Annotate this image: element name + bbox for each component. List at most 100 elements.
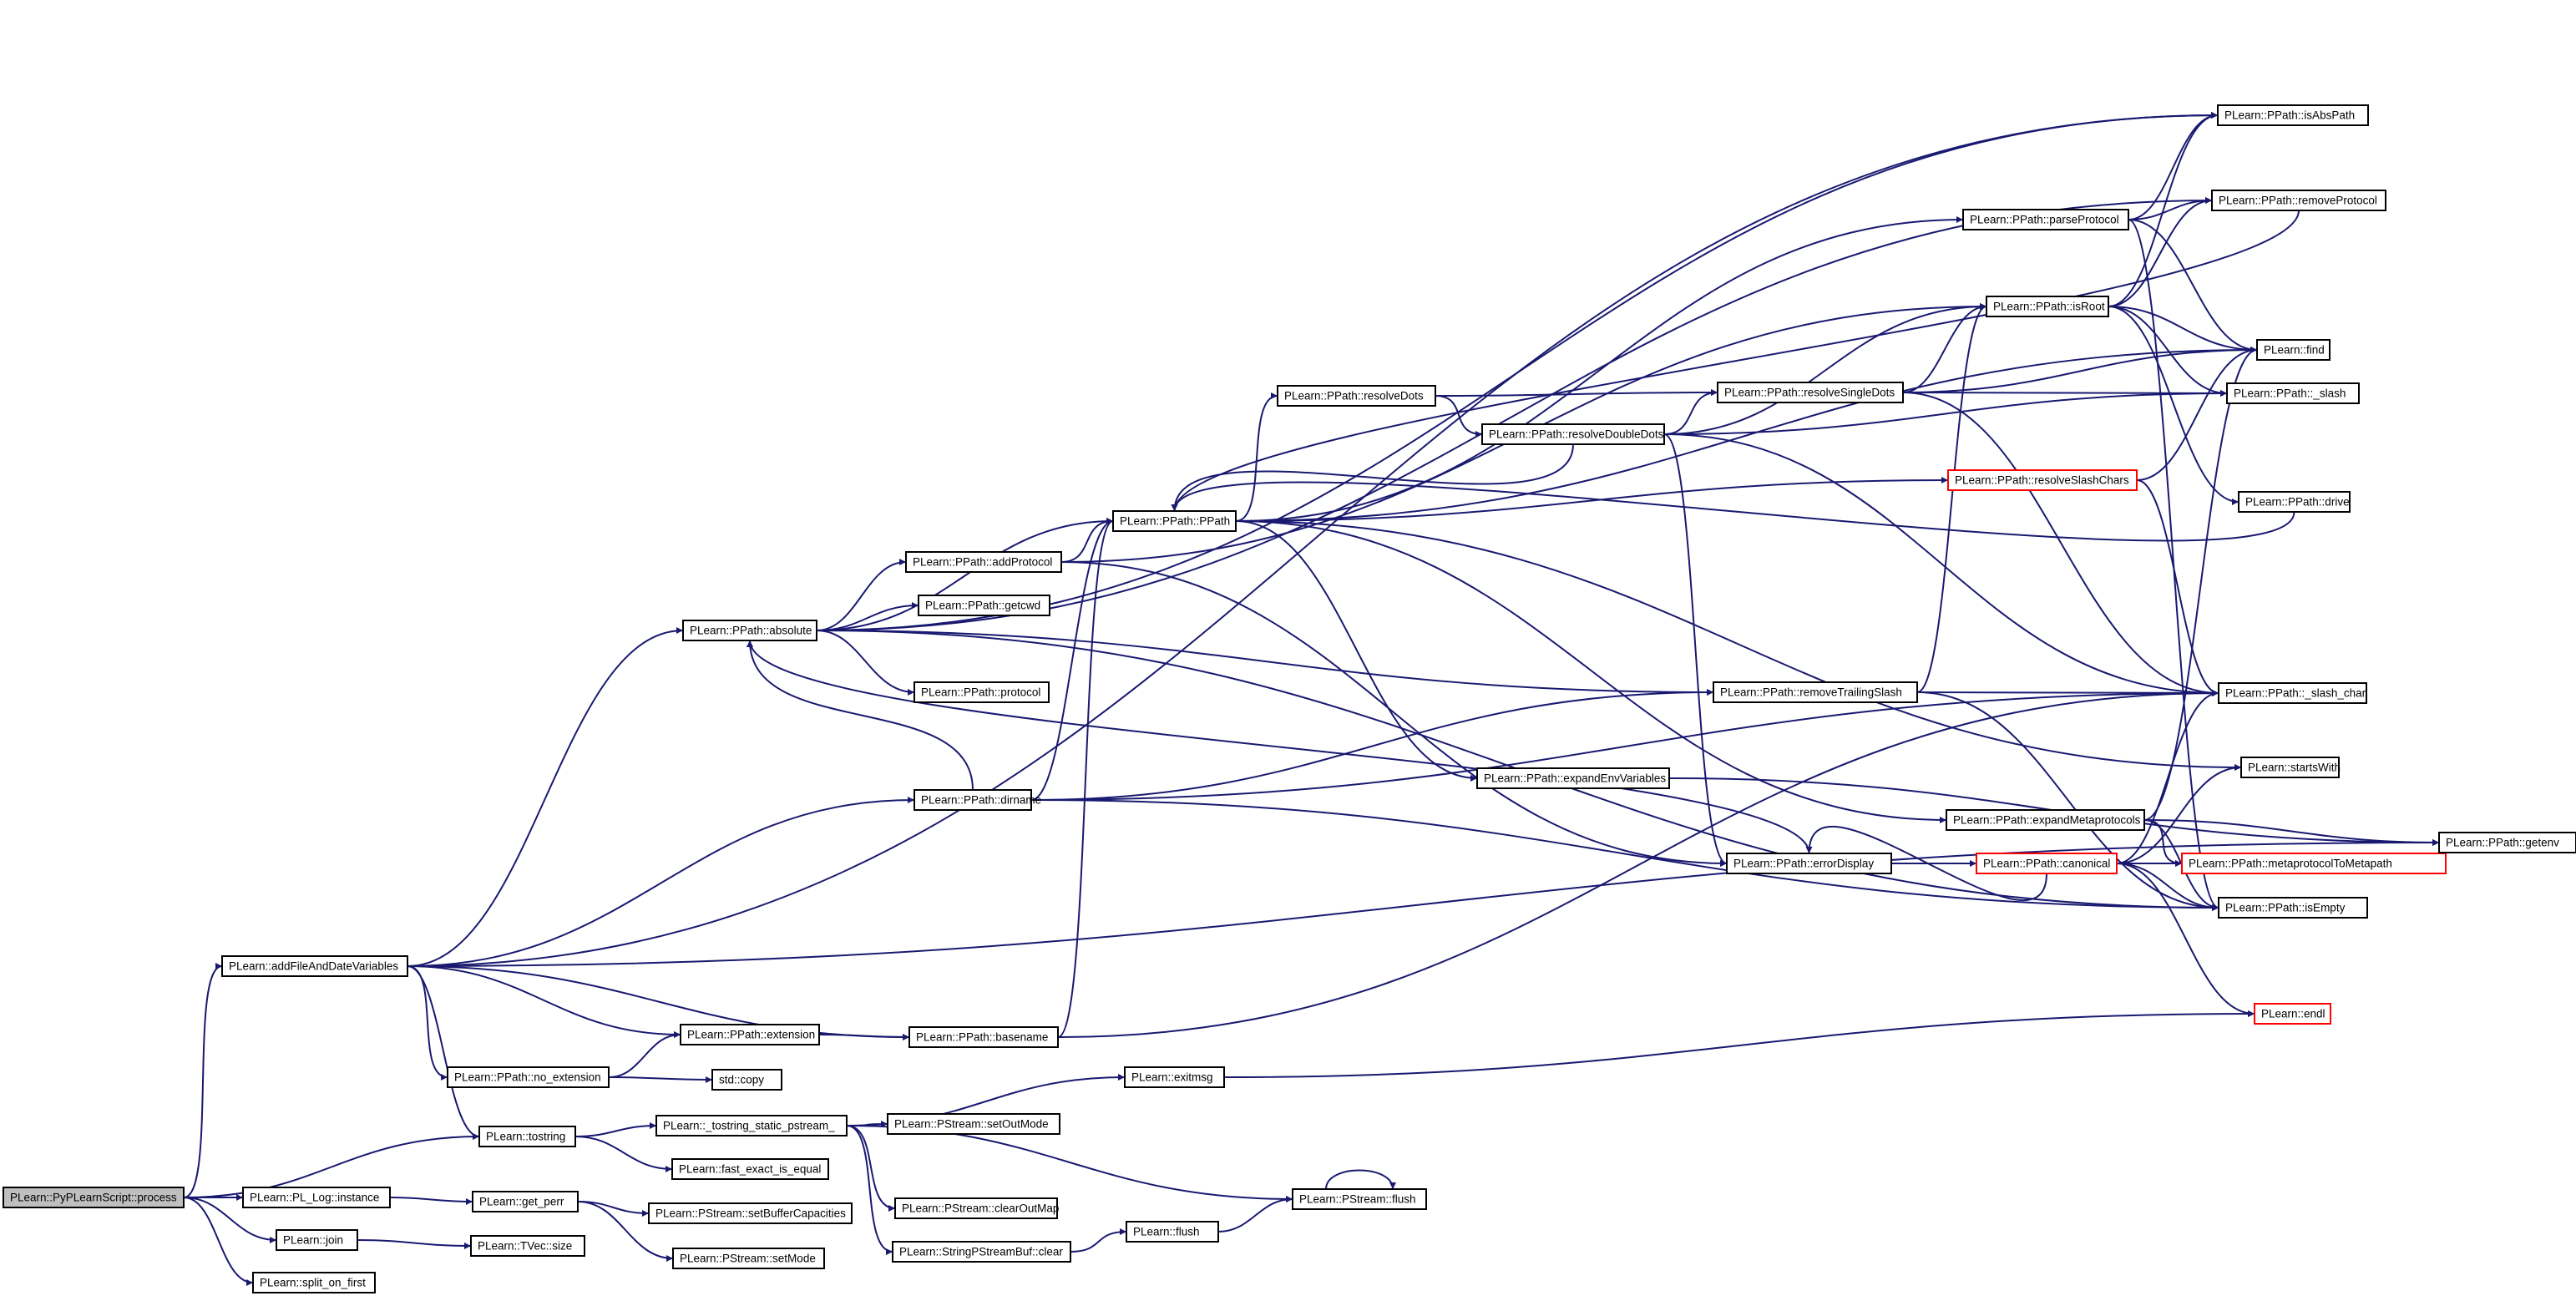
call-edge-absolute-to-removeTrailingSlash <box>816 630 1714 696</box>
node-process[interactable]: PLearn::PyPLearnScript::process <box>3 1187 185 1208</box>
node-flush[interactable]: PLearn::flush <box>1126 1221 1219 1243</box>
node-box <box>913 681 1050 703</box>
call-edge-PPath-to-expandEnv <box>1235 520 1478 782</box>
call-edge-tostring_static-to-spsbclear <box>846 1125 893 1255</box>
call-edge-resolveSingleDots-to-_slash <box>1902 389 2228 397</box>
node-startsWith[interactable]: PLearn::startsWith <box>2240 757 2341 778</box>
node-box <box>1126 1221 1219 1243</box>
node-removeProtocol[interactable]: PLearn::PPath::removeProtocol <box>2211 190 2386 211</box>
node-isRoot[interactable]: PLearn::PPath::isRoot <box>1986 296 2109 317</box>
node-extension[interactable]: PLearn::PPath::extension <box>680 1024 820 1045</box>
node-dirname[interactable]: PLearn::PPath::dirname <box>913 789 1041 811</box>
call-edge-dirname-to-_slash_char <box>1030 690 2219 801</box>
node-protocol[interactable]: PLearn::PPath::protocol <box>913 681 1050 703</box>
node-tostring[interactable]: PLearn::tostring <box>478 1126 576 1147</box>
node-addFile[interactable]: PLearn::addFileAndDateVariables <box>221 955 408 977</box>
call-edge-flush-to-psflush <box>1217 1196 1293 1233</box>
call-edge-resolveDoubleDots-to-PPath <box>1171 443 1574 512</box>
node-exitmsg[interactable]: PLearn::exitmsg <box>1124 1066 1225 1088</box>
node-label: PLearn::TVec::size <box>478 1240 572 1253</box>
node-resolveSingleDots[interactable]: PLearn::PPath::resolveSingleDots <box>1717 382 1904 403</box>
call-edge-dirname-to-removeTrailingSlash <box>1030 689 1714 801</box>
node-no_extension[interactable]: PLearn::PPath::no_extension <box>447 1066 610 1088</box>
node-label: PLearn::PStream::setBufferCapacities <box>655 1207 846 1220</box>
call-edge-isRoot-to-removeProtocol <box>2108 197 2213 307</box>
node-_slash[interactable]: PLearn::PPath::_slash <box>2226 382 2360 404</box>
call-edge-absolute-to-protocol <box>816 630 915 696</box>
node-resolveDoubleDots[interactable]: PLearn::PPath::resolveDoubleDots <box>1481 423 1665 445</box>
node-canonical[interactable]: PLearn::PPath::canonical <box>1976 853 2118 874</box>
node-label: PLearn::PStream::setMode <box>680 1253 816 1265</box>
node-_slash_char[interactable]: PLearn::PPath::_slash_char <box>2218 682 2367 704</box>
call-edge-addFile-to-getenv <box>407 839 2440 967</box>
node-isEmpty[interactable]: PLearn::PPath::isEmpty <box>2218 897 2368 919</box>
node-tostring_static[interactable]: PLearn::_tostring_static_pstream_ <box>655 1115 848 1136</box>
call-edge-tostring_static-to-psflush <box>846 1125 1293 1202</box>
node-expandEnv[interactable]: PLearn::PPath::expandEnvVariables <box>1476 767 1670 789</box>
node-box <box>672 1248 825 1269</box>
node-join[interactable]: PLearn::join <box>276 1229 358 1251</box>
call-edge-resolveDoubleDots-to-_slash <box>1663 390 2228 435</box>
node-errorDisplay[interactable]: PLearn::PPath::errorDisplay <box>1726 853 1892 874</box>
node-layer: PLearn::PyPLearnScript::process PLearn::a… <box>3 104 2576 1293</box>
call-edge-resolveSingleDots-to-find <box>1902 347 2258 393</box>
call-edge-canonical-to-endl <box>2116 863 2255 1017</box>
node-box <box>2256 339 2331 361</box>
node-removeTrailingSlash[interactable]: PLearn::PPath::removeTrailingSlash <box>1713 681 1918 703</box>
node-label: PLearn::PPath::_slash <box>2234 387 2346 400</box>
node-fast_exact[interactable]: PLearn::fast_exact_is_equal <box>671 1158 829 1180</box>
node-psflush[interactable]: PLearn::PStream::flush <box>1292 1188 1427 1210</box>
call-edge-canonical-to-startsWith <box>2116 764 2242 864</box>
node-getenv[interactable]: PLearn::PPath::getenv <box>2438 832 2576 853</box>
node-box <box>1947 469 2138 491</box>
node-box <box>1481 423 1665 445</box>
node-spsbclear[interactable]: PLearn::StringPStreamBuf::clear <box>892 1241 1071 1263</box>
node-basename[interactable]: PLearn::PPath::basename <box>908 1026 1059 1048</box>
node-expandMeta[interactable]: PLearn::PPath::expandMetaprotocols <box>1946 809 2145 831</box>
call-edge-dirname-to-isEmpty <box>1030 799 2219 911</box>
node-setBuffer[interactable]: PLearn::PStream::setBufferCapacities <box>648 1202 853 1224</box>
node-label: PLearn::PPath::expandMetaprotocols <box>1953 814 2141 827</box>
node-resolveDots[interactable]: PLearn::PPath::resolveDots <box>1277 385 1436 407</box>
node-stdcopy[interactable]: std::copy <box>711 1069 782 1091</box>
node-label: PLearn::StringPStreamBuf::clear <box>899 1246 1063 1258</box>
node-box <box>892 1241 1071 1263</box>
node-clearOutMap[interactable]: PLearn::PStream::clearOutMap <box>894 1197 1059 1219</box>
node-label: PLearn::PPath::getenv <box>2446 837 2559 849</box>
node-box <box>470 1235 585 1257</box>
node-box <box>276 1229 358 1251</box>
call-edge-addProtocol-to-PPath <box>1060 518 1114 563</box>
node-label: PLearn::PPath::drive <box>2245 496 2350 509</box>
call-edge-removeProtocol-to-PPath <box>1171 210 2300 512</box>
node-split[interactable]: PLearn::split_on_first <box>252 1272 376 1293</box>
node-get_perr[interactable]: PLearn::get_perr <box>472 1191 579 1212</box>
node-label: PLearn::PPath::metaprotocolToMetapath <box>2189 858 2392 870</box>
node-isAbsPath[interactable]: PLearn::PPath::isAbsPath <box>2217 104 2369 126</box>
call-edge-resolveDots-to-resolveSingleDots <box>1435 389 1718 397</box>
node-PL_Log[interactable]: PLearn::PL_Log::instance <box>242 1187 391 1208</box>
call-edge-absolute-to-isAbsPath <box>816 112 2219 631</box>
call-edge-PPath-to-startsWith <box>1235 520 2242 771</box>
node-box <box>887 1113 1060 1135</box>
node-box <box>648 1202 853 1224</box>
node-PPath[interactable]: PLearn::PPath::PPath <box>1112 510 1237 532</box>
node-label: PLearn::PPath::resolveSlashChars <box>1955 474 2129 487</box>
node-box <box>2181 853 2447 874</box>
node-drive[interactable]: PLearn::PPath::drive <box>2238 491 2351 513</box>
node-box <box>1962 209 2129 230</box>
node-label: PLearn::PPath::resolveSingleDots <box>1724 387 1895 399</box>
node-resolveSlashChars[interactable]: PLearn::PPath::resolveSlashChars <box>1947 469 2138 491</box>
node-TVecsize[interactable]: PLearn::TVec::size <box>470 1235 585 1257</box>
call-edge-parseProtocol-to-find <box>2128 219 2258 353</box>
node-setOutMode[interactable]: PLearn::PStream::setOutMode <box>887 1113 1060 1135</box>
node-addProtocol[interactable]: PLearn::PPath::addProtocol <box>905 551 1062 573</box>
call-edge-resolveDoubleDots-to-resolveSingleDots <box>1663 389 1718 435</box>
node-find[interactable]: PLearn::find <box>2256 339 2331 361</box>
node-parseProtocol[interactable]: PLearn::PPath::parseProtocol <box>1962 209 2129 230</box>
node-metaToMeta[interactable]: PLearn::PPath::metaprotocolToMetapath <box>2181 853 2447 874</box>
call-edge-PPath-to-resolveSlashChars <box>1235 477 1949 522</box>
node-absolute[interactable]: PLearn::PPath::absolute <box>682 620 817 641</box>
node-getcwd[interactable]: PLearn::PPath::getcwd <box>918 595 1050 616</box>
node-setMode[interactable]: PLearn::PStream::setMode <box>672 1248 825 1269</box>
node-endl[interactable]: PLearn::endl <box>2254 1003 2331 1025</box>
